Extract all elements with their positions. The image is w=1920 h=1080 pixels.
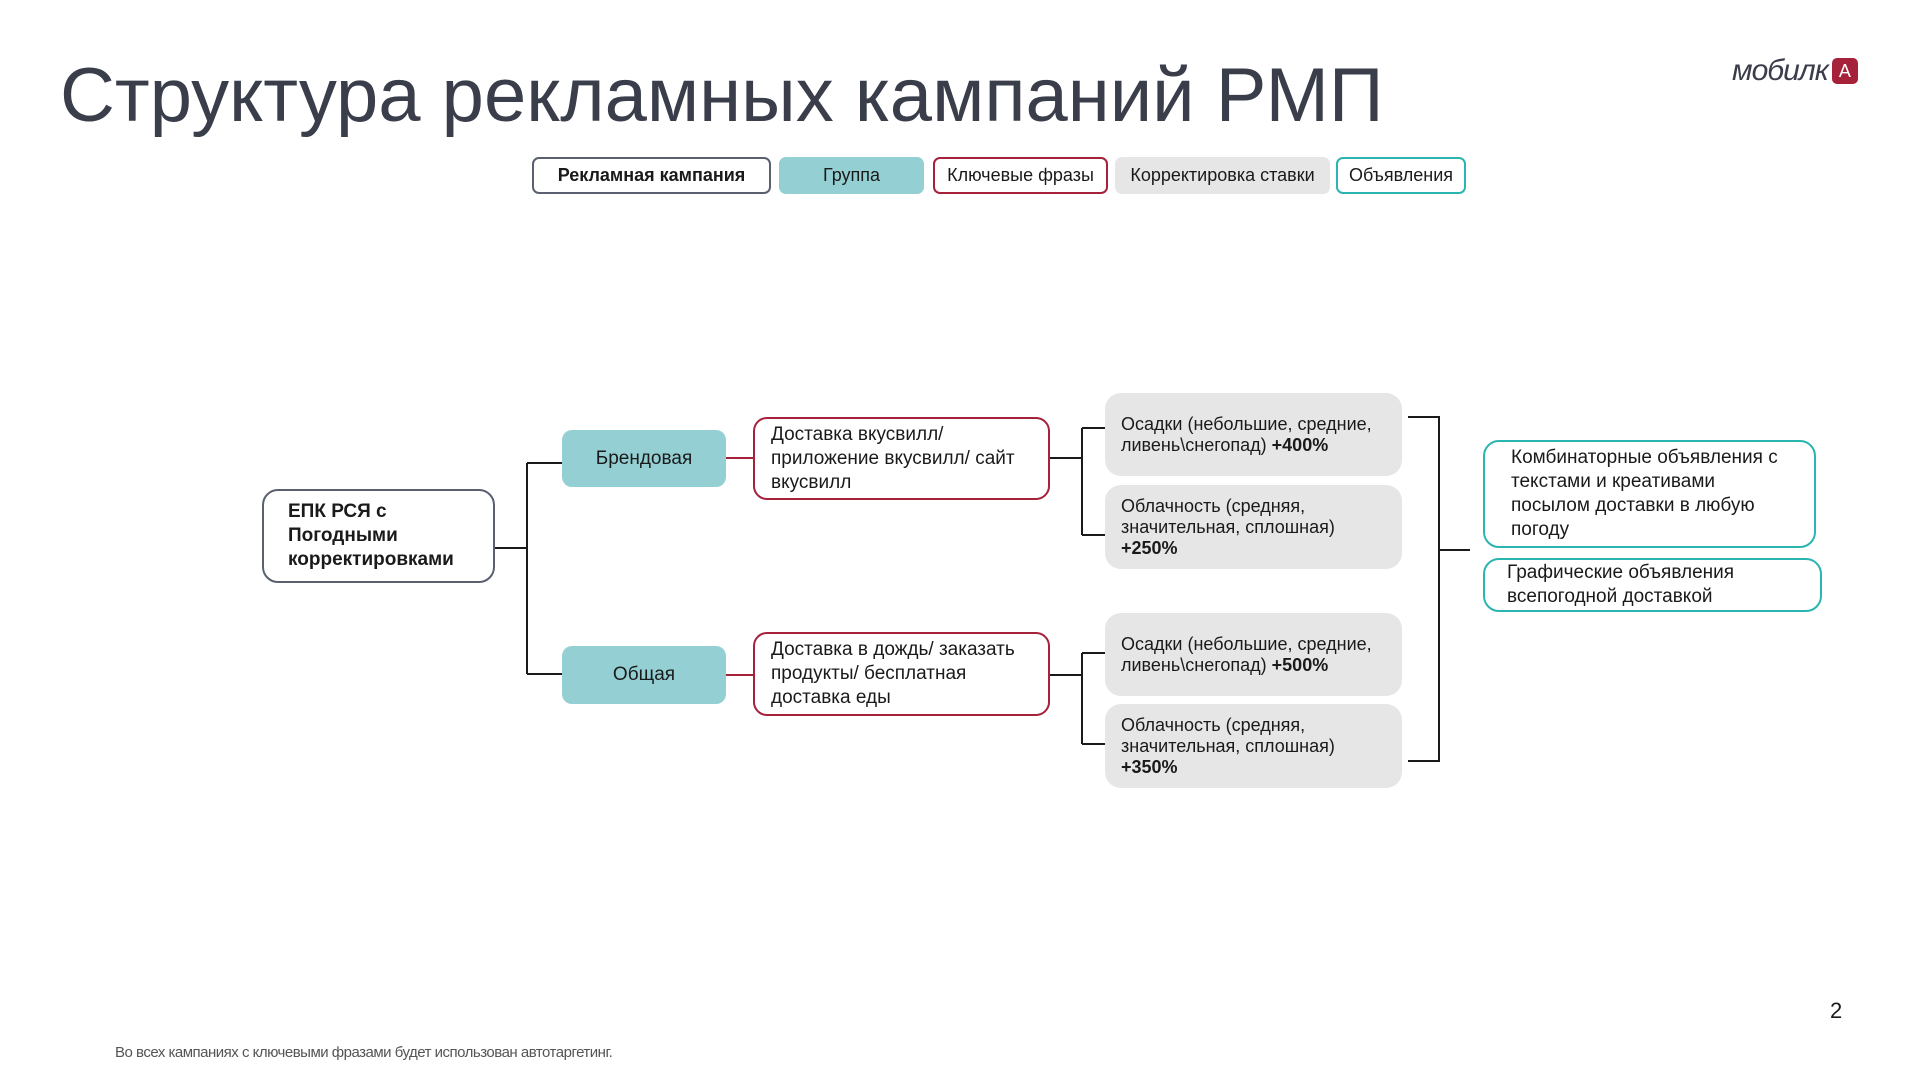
- group-general: Общая: [562, 646, 726, 704]
- legend-keywords: Ключевые фразы: [933, 157, 1108, 194]
- adjustment-precipitation-general: Осадки (небольшие, средние, ливень\снего…: [1105, 613, 1402, 696]
- logo-text: мобилк: [1732, 54, 1829, 87]
- group-brand: Брендовая: [562, 430, 726, 487]
- ad-combinatorial: Комбинаторные объявления с текстами и кр…: [1483, 440, 1816, 548]
- keywords-general: Доставка в дождь/ заказать продукты/ бес…: [753, 632, 1050, 716]
- legend-group: Группа: [779, 157, 924, 194]
- legend-bid-adjustment: Корректировка ставки: [1115, 157, 1330, 194]
- legend-ads: Объявления: [1336, 157, 1466, 194]
- adjustment-precipitation-brand: Осадки (небольшие, средние, ливень\снего…: [1105, 393, 1402, 476]
- adjustment-cloudiness-brand: Облачность (средняя, значительная, сплош…: [1105, 485, 1402, 569]
- logo-mark-icon: A: [1831, 58, 1858, 84]
- page-title: Структура рекламных кампаний РМП: [60, 53, 1384, 138]
- keywords-brand: Доставка вкусвилл/ приложение вкусвилл/ …: [753, 417, 1050, 500]
- logo: мобилк A: [1732, 54, 1858, 88]
- page-number: 2: [1830, 998, 1843, 1023]
- legend-campaign: Рекламная кампания: [532, 157, 771, 194]
- adjustment-cloudiness-general: Облачность (средняя, значительная, сплош…: [1105, 704, 1402, 788]
- campaign-node: ЕПК РСЯ с Погодными корректировками: [262, 489, 495, 583]
- footnote: Во всех кампаниях с ключевыми фразами бу…: [115, 1044, 613, 1061]
- ad-graphic: Графические объявления всепогодной доста…: [1483, 558, 1822, 612]
